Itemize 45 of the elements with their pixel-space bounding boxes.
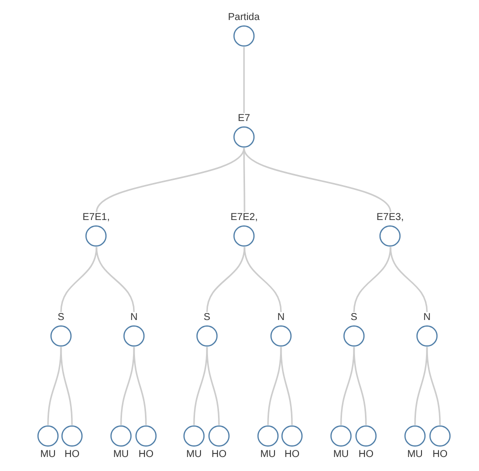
node-label: N bbox=[423, 312, 431, 323]
connector-line bbox=[206, 246, 246, 312]
connector-line bbox=[243, 47, 245, 113]
connector-line bbox=[243, 148, 246, 212]
connector-line bbox=[96, 246, 135, 312]
node-label: MU bbox=[186, 449, 202, 460]
node-label: S bbox=[58, 312, 64, 323]
node-label: S bbox=[350, 312, 358, 323]
node-label: N bbox=[130, 312, 138, 323]
node-label: MU bbox=[40, 449, 56, 460]
connector-line bbox=[353, 246, 392, 312]
node-label: E7 bbox=[238, 113, 250, 124]
node-label: HO bbox=[138, 449, 154, 460]
node-label: E7E2, bbox=[230, 212, 258, 223]
node-label: HO bbox=[358, 449, 374, 460]
connector-line bbox=[243, 148, 392, 212]
connector-line bbox=[390, 246, 428, 312]
node-label: E7E3, bbox=[376, 212, 404, 223]
connector-line bbox=[244, 246, 282, 312]
node-label: Partida bbox=[228, 12, 260, 23]
connector-line bbox=[280, 346, 293, 426]
connector-line bbox=[96, 148, 245, 212]
node-label: MU bbox=[407, 449, 423, 460]
connector-line bbox=[60, 246, 98, 312]
connector-line bbox=[426, 346, 441, 426]
node-label: HO bbox=[64, 449, 80, 460]
node-label: HO bbox=[432, 449, 448, 460]
node-label: HO bbox=[284, 449, 300, 460]
connector-line bbox=[414, 346, 428, 426]
node-label: N bbox=[277, 312, 285, 323]
connector-line bbox=[340, 346, 355, 426]
connector-line bbox=[60, 346, 73, 426]
connector-line bbox=[47, 346, 62, 426]
node-label: MU bbox=[260, 449, 276, 460]
node-label: HO bbox=[212, 449, 226, 460]
node-label: S bbox=[204, 312, 210, 323]
node-label: E7E1, bbox=[82, 212, 110, 223]
node-label: MU bbox=[113, 449, 129, 460]
node-label: MU bbox=[333, 449, 349, 460]
connector-line bbox=[353, 346, 367, 426]
connector-line bbox=[193, 346, 208, 426]
connector-line bbox=[133, 346, 147, 426]
connector-line bbox=[206, 346, 220, 426]
connector-line bbox=[267, 346, 282, 426]
connector-line bbox=[120, 346, 135, 426]
